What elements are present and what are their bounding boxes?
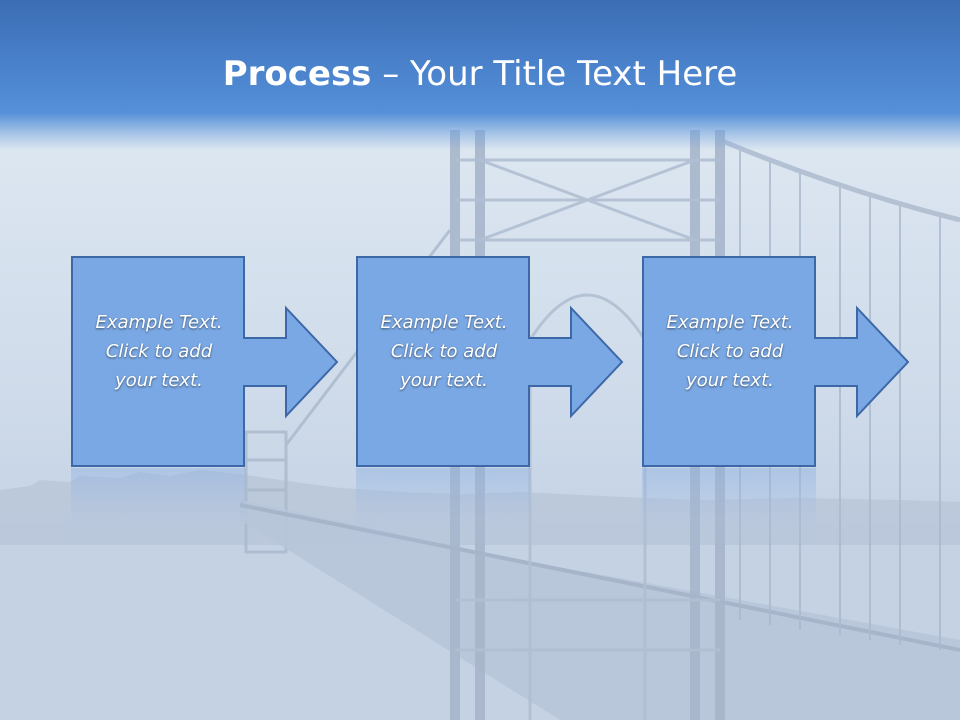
step-text-line: Example Text. xyxy=(95,312,223,333)
process-step-3[interactable]: Example Text. Click to add your text. xyxy=(642,256,910,468)
arrow-callout-shape xyxy=(356,256,624,467)
step-reflection xyxy=(71,468,245,552)
step-text-line: Example Text. xyxy=(380,312,508,333)
step-text: Example Text. Click to add your text. xyxy=(73,308,245,395)
step-text-line: Click to add xyxy=(105,341,213,362)
slide-title[interactable]: Process – Your Title Text Here xyxy=(0,50,960,98)
step-text-line: your text. xyxy=(686,370,774,391)
step-text: Example Text. Click to add your text. xyxy=(644,308,816,395)
step-text-line: Click to add xyxy=(676,341,784,362)
title-band xyxy=(0,0,960,150)
step-text-line: your text. xyxy=(115,370,203,391)
arrow-callout-shape xyxy=(71,256,339,467)
process-step-1[interactable]: Example Text. Click to add your text. xyxy=(71,256,339,468)
step-text-line: Example Text. xyxy=(666,312,794,333)
step-text: Example Text. Click to add your text. xyxy=(358,308,530,395)
process-step-2[interactable]: Example Text. Click to add your text. xyxy=(356,256,624,468)
step-reflection xyxy=(642,468,816,552)
title-bold-part: Process xyxy=(222,54,372,94)
title-rest-part: – Your Title Text Here xyxy=(371,54,738,94)
step-reflection xyxy=(356,468,530,552)
step-text-line: your text. xyxy=(400,370,488,391)
arrow-callout-shape xyxy=(642,256,910,467)
step-text-line: Click to add xyxy=(390,341,498,362)
